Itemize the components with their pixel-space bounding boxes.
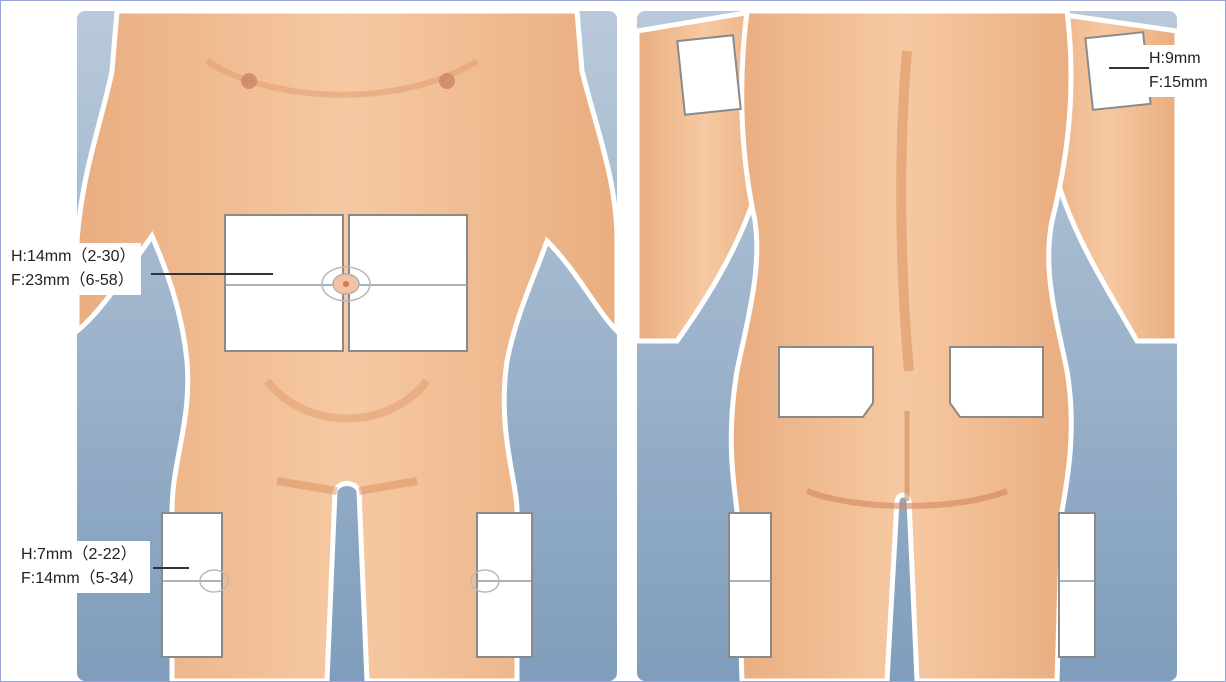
arm-depth-label: H:9mm F:15mm: [1143, 45, 1214, 97]
thigh-depth-label: H:7mm（2-22） F:14mm（5-34）: [15, 541, 150, 593]
abdomen-leader-line: [151, 273, 273, 275]
abdomen-pad-left: [225, 215, 343, 351]
arm-label-line2: F:15mm: [1149, 71, 1208, 95]
front-body-illustration: [77, 11, 617, 681]
back-thigh-pad-left: [729, 513, 771, 657]
front-body-panel: [77, 11, 617, 681]
thigh-pad-right: [477, 513, 532, 657]
abdomen-label-line2: F:23mm（6-58）: [11, 269, 135, 293]
back-body-illustration: [637, 11, 1177, 681]
abdomen-depth-label: H:14mm（2-30） F:23mm（6-58）: [5, 243, 141, 295]
navel: [343, 281, 349, 287]
back-thigh-pad-right: [1059, 513, 1095, 657]
thigh-label-line1: H:7mm（2-22）: [21, 543, 144, 567]
buttock-pad-right: [950, 347, 1043, 417]
buttock-pad-left: [779, 347, 873, 417]
abdomen-label-line1: H:14mm（2-30）: [11, 245, 135, 269]
right-nipple: [439, 73, 455, 89]
abdomen-pad-right: [349, 215, 467, 351]
left-nipple: [241, 73, 257, 89]
thigh-pad-left: [162, 513, 222, 657]
arm-leader-line: [1109, 67, 1149, 69]
arm-pad-right: [1085, 32, 1150, 110]
thigh-label-line2: F:14mm（5-34）: [21, 567, 144, 591]
arm-pad-left: [677, 35, 740, 114]
back-body-panel: [637, 11, 1177, 681]
thigh-leader-line: [153, 567, 189, 569]
arm-label-line1: H:9mm: [1149, 47, 1208, 71]
